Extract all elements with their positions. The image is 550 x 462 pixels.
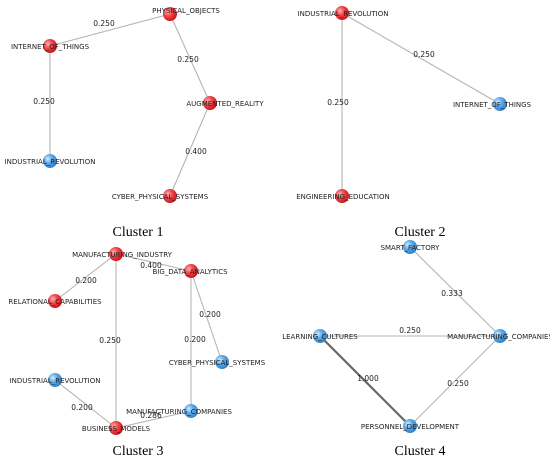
node-industrial-revolution[interactable] [335,6,349,20]
edge-weight-label: 0.250 [93,19,115,28]
edge-big-data-analytics-to-cyber-physical-systems [190,270,223,363]
node-label-internet-of-things: INTERNET_OF_THINGS [11,43,90,51]
node-label-relational-capabilities: RELATIONAL_CAPABILITIES [8,298,102,306]
edge-weight-label: 0.400 [185,147,207,156]
node-label-industrial-revolution: INDUSTRIAL_REVOLUTION [5,158,96,166]
node-label-internet-of-things: INTERNET_OF_THINGS [453,101,532,109]
edge-layer [49,13,211,197]
node-label-cyber-physical-systems: CYBER_PHYSICAL_SYSTEMS [112,193,209,201]
node-layer [43,7,217,203]
node-label-engineering-education: ENGINEERING_EDUCATION [296,193,389,201]
node-relational-capabilities[interactable] [48,294,62,308]
edge-manufacturing-companies-to-personnel-development [409,335,501,427]
edge-weight-label: 0.250 [99,336,121,345]
node-industrial-revolution[interactable] [43,154,57,168]
edge-smart-factory-to-manufacturing-companies [409,246,501,337]
node-engineering-education[interactable] [335,189,349,203]
label-layer: 0.250 0.250 INDUSTRIAL_REVOLUTION INTERNET_… [296,10,531,201]
cluster-3-panel: 0.4000.2000.2500.2000.2000.2000.286MANUF… [8,247,266,435]
node-layer [335,6,507,203]
cluster-2-caption: Cluster 2 [395,225,446,240]
edge-weight-label: 0.286 [140,411,162,420]
edge-layer [341,12,501,196]
node-label-augmented-reality: AUGMENTED_REALITY [186,100,264,108]
edge-business-models-to-manufacturing-companies [115,410,192,429]
node-internet-of-things[interactable] [43,39,57,53]
edge-manufacturing-industry-to-big-data-analytics [115,253,192,272]
cluster-2-panel: 0.250 0.250 INDUSTRIAL_REVOLUTION INTERNET_… [296,6,532,203]
node-label-business-models: BUSINESS_MODELS [82,425,151,433]
edge-weight-label: 0.250 [413,50,435,59]
edge-weight-label: 0.250 [399,326,421,335]
node-label-industrial-revolution: INDUSTRIAL_REVOLUTION [10,377,101,385]
edge-layer [54,253,223,429]
edge-weight-label: 0.200 [184,335,206,344]
edge-weight-label: 0.250 [33,97,55,106]
cluster-3-caption: Cluster 3 [113,444,164,459]
node-big-data-analytics[interactable] [184,264,198,278]
edge-weight-label: 0.200 [71,403,93,412]
node-smart-factory[interactable] [403,240,417,254]
node-label-cyber-physical-systems: CYBER_PHYSICAL_SYSTEMS [169,359,266,367]
label-layer: 0.333 0.250 1.000 0.250 SMART_FACTORY LEARNIN… [282,244,550,431]
node-manufacturing-companies[interactable] [493,329,507,343]
edge-weight-label: 0.400 [140,261,162,270]
label-layer: 0.4000.2000.2500.2000.2000.2000.286MANUF… [8,251,265,433]
edge-industrial-revolution-to-business-models [54,379,117,429]
edge-internet-of-things-to-physical-objects [49,13,171,47]
node-label-manufacturing-companies: MANUFACTURING_COMPANIES [126,408,232,416]
node-label-industrial-revolution: INDUSTRIAL_REVOLUTION [298,10,389,18]
node-learning-cultures[interactable] [313,329,327,343]
label-layer: 0.250 0.250 0.250 0.400 PHYSICAL_OBJECTS INTE… [5,7,265,201]
cluster-1-panel: 0.250 0.250 0.250 0.400 PHYSICAL_OBJECTS INTE… [5,7,265,203]
node-industrial-revolution[interactable] [48,373,62,387]
edge-weight-label: 0.200 [199,310,221,319]
node-internet-of-things[interactable] [493,97,507,111]
edge-weight-label: 0.200 [75,276,97,285]
node-label-physical-objects: PHYSICAL_OBJECTS [152,7,220,15]
node-personnel-development[interactable] [403,419,417,433]
edge-learning-cultures-to-personnel-development [319,335,411,427]
edge-weight-label: 0.250 [327,98,349,107]
edge-weight-label: 0.250 [447,379,469,388]
cluster-1-caption: Cluster 1 [113,225,164,240]
node-label-learning-cultures: LEARNING_CULTURES [282,333,358,341]
node-label-big-data-analytics: BIG_DATA_ANALYTICS [152,268,228,276]
node-business-models[interactable] [109,421,123,435]
edge-augmented-reality-to-cyber-physical-systems [169,102,211,197]
node-label-personnel-development: PERSONNEL_DEVELOPMENT [361,423,460,431]
edge-weight-label: 1.000 [357,374,379,383]
edge-industrial-revolution-to-internet-of-things [341,12,501,105]
edge-manufacturing-industry-to-relational-capabilities [54,253,117,302]
edge-weight-label: 0.333 [441,289,463,298]
node-layer [48,247,229,435]
edge-physical-objects-to-augmented-reality [169,13,211,104]
node-label-manufacturing-companies: MANUFACTURING_COMPANIES [447,333,550,341]
edge-layer [319,246,501,427]
node-layer [313,240,507,433]
node-manufacturing-industry[interactable] [109,247,123,261]
node-cyber-physical-systems[interactable] [163,189,177,203]
node-augmented-reality[interactable] [203,96,217,110]
cluster-4-panel: 0.333 0.250 1.000 0.250 SMART_FACTORY LEARNIN… [282,240,550,433]
node-label-manufacturing-industry: MANUFACTURING_INDUSTRY [72,251,173,259]
node-cyber-physical-systems[interactable] [215,355,229,369]
edge-weight-label: 0.250 [177,55,199,64]
cluster-4-caption: Cluster 4 [395,444,446,459]
node-manufacturing-companies[interactable] [184,404,198,418]
node-physical-objects[interactable] [163,7,177,21]
node-label-smart-factory: SMART_FACTORY [381,244,441,252]
